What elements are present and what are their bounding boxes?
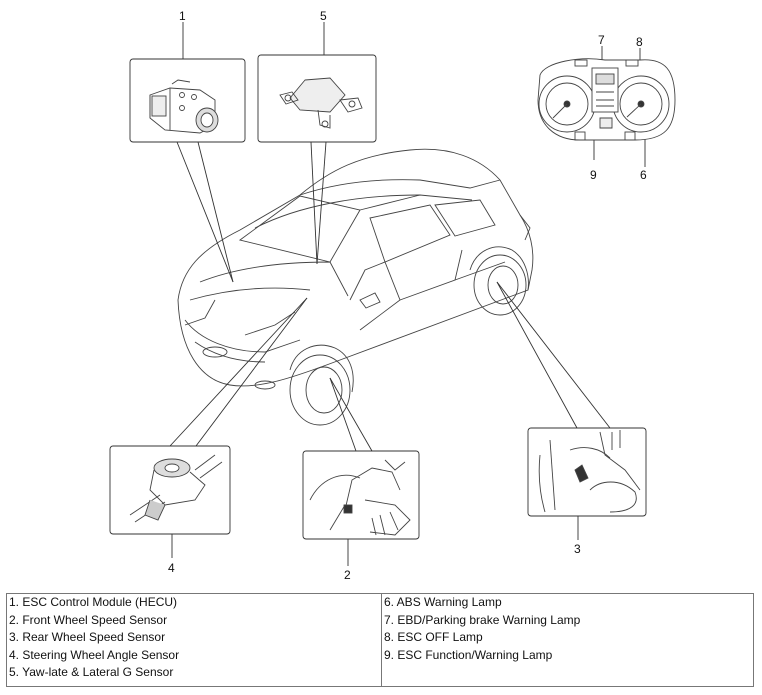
- legend-item-5: 5. Yaw-late & Lateral G Sensor: [9, 665, 174, 679]
- legend-item-4: 4. Steering Wheel Angle Sensor: [9, 647, 180, 662]
- callout-9: 9: [590, 168, 597, 182]
- callout-8: 8: [636, 35, 643, 49]
- legend-left-column: 1. ESC Control Module (HECU) 2. Front Wh…: [7, 594, 382, 686]
- callout-2: 2: [344, 568, 351, 582]
- callout-5: 5: [320, 9, 327, 23]
- legend-item-9: 9. ESC Function/Warning Lamp: [384, 647, 553, 662]
- legend-item-2: 2. Front Wheel Speed Sensor: [9, 612, 168, 627]
- yaw-sensor-inset: [257, 54, 377, 143]
- callout-4: 4: [168, 561, 175, 575]
- callout-7: 7: [598, 33, 605, 47]
- legend-item-3: 3. Rear Wheel Speed Sensor: [9, 630, 166, 644]
- instrument-cluster: [537, 58, 676, 141]
- callout-6: 6: [640, 168, 647, 182]
- legend-item-1: 1. ESC Control Module (HECU): [9, 595, 178, 609]
- callout-1: 1: [179, 9, 186, 23]
- legend-item-6: 6. ABS Warning Lamp: [384, 595, 502, 609]
- legend-item-7: 7. EBD/Parking brake Warning Lamp: [384, 612, 581, 627]
- car-illustration: [177, 148, 534, 426]
- callout-3: 3: [574, 542, 581, 556]
- rear-wheel-speed-sensor-inset: [527, 427, 647, 517]
- legend-item-8: 8. ESC OFF Lamp: [384, 630, 483, 644]
- legend-table: 1. ESC Control Module (HECU) 2. Front Wh…: [6, 593, 754, 687]
- esc-component-location-diagram: 1 5 7 8 9 6 3 4 2: [109, 9, 676, 582]
- hecu-inset: [129, 58, 246, 143]
- front-wheel-speed-sensor-inset: [302, 450, 420, 540]
- legend-right-column: 6. ABS Warning Lamp 7. EBD/Parking brake…: [382, 594, 753, 686]
- steering-angle-sensor-inset: [109, 445, 231, 535]
